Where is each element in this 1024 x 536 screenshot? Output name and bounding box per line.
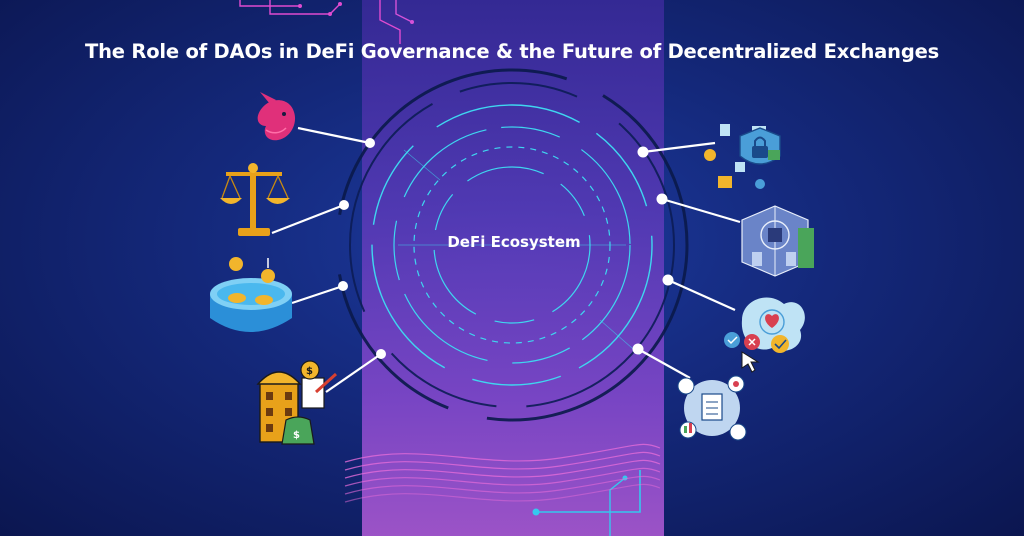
svg-text:$: $ — [306, 366, 313, 377]
ecosystem-rings — [335, 68, 689, 422]
document-network-icon — [677, 375, 747, 441]
connector-node-right-1 — [637, 146, 649, 158]
svg-text:$: $ — [293, 430, 300, 441]
connector-node-right-4 — [632, 343, 644, 355]
page-title: The Role of DAOs in DeFi Governance & th… — [84, 40, 940, 63]
connector-node-right-3 — [662, 274, 674, 286]
voting-network-icon — [724, 297, 805, 373]
background-stripe — [362, 0, 664, 536]
connector-node-left-2 — [339, 200, 349, 210]
connector-node-left-3 — [338, 281, 348, 291]
unicorn-logo-icon — [257, 92, 296, 141]
center-label: DeFi Ecosystem — [447, 233, 581, 251]
security-shield-icon — [704, 124, 781, 189]
treasury-bank-icon: $ $ — [256, 360, 338, 445]
connector-node-right-2 — [656, 193, 668, 205]
liquidity-pool-icon — [210, 257, 292, 332]
circuit-lines-top — [239, 0, 414, 44]
balance-scale-icon — [220, 163, 290, 236]
circuit-lines-bottom — [344, 443, 661, 536]
connector-node-left-1 — [365, 138, 375, 148]
connectors-right — [637, 141, 741, 379]
smart-building-icon — [741, 205, 814, 277]
connectors-left — [271, 126, 382, 393]
connector-node-left-4 — [376, 349, 386, 359]
